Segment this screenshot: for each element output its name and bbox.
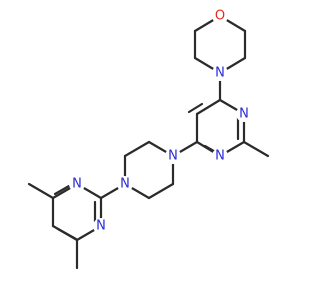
atom-label: N — [215, 149, 225, 164]
atom-nitrogen-pyrimidine-n3: N — [236, 106, 252, 122]
bond — [53, 184, 71, 196]
bond — [242, 140, 270, 158]
atom-label: N — [96, 219, 106, 234]
atom-oxygen-morpholine: O — [212, 8, 228, 24]
atom-nitrogen-dimethylpyrimidine-lower: N — [93, 218, 109, 234]
canvas-background — [0, 0, 300, 300]
bond — [195, 98, 222, 116]
atom-nitrogen-morpholine: N — [212, 65, 228, 81]
bond — [56, 227, 78, 241]
atom-label: N — [239, 107, 249, 122]
bond — [27, 182, 55, 200]
atom-nitrogen-dimethylpyrimidine-upper: N — [69, 176, 85, 192]
atom-label: N — [168, 149, 178, 164]
atom-label-layer: O N N N N N N N — [69, 8, 252, 234]
bond — [147, 182, 175, 200]
bond — [123, 140, 151, 158]
atom-label: N — [215, 66, 225, 81]
bond — [187, 102, 204, 114]
atom-nitrogen-piperazine-left: N — [117, 176, 133, 192]
atom-label: O — [215, 9, 225, 24]
atom-label: N — [120, 177, 130, 192]
atom-label: N — [72, 177, 82, 192]
atom-nitrogen-piperazine-right: N — [165, 148, 181, 164]
atom-nitrogen-pyrimidine-n1: N — [212, 148, 228, 164]
molecule-structure-diagram: O N N N N N N N — [0, 0, 300, 300]
